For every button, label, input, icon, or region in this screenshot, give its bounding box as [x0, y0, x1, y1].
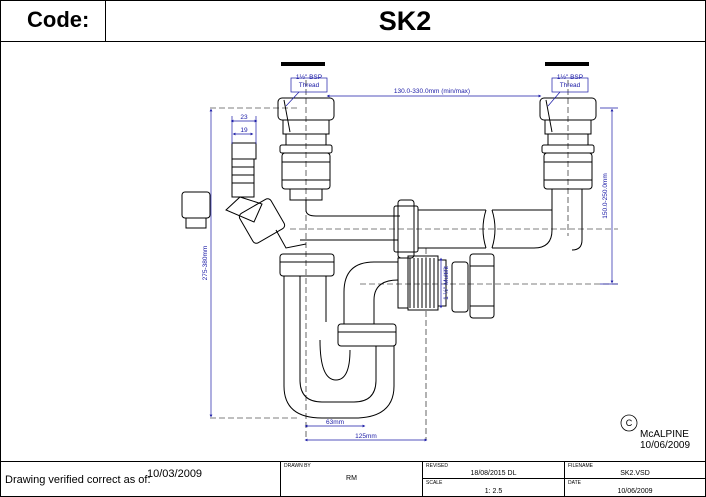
revised-cell: REVISED 18/08/2015 DL: [422, 461, 565, 479]
drawn-by-label: DRAWN BY: [284, 463, 311, 469]
leader-lines: [285, 77, 589, 107]
thread-hatching: [283, 99, 553, 308]
drawn-by-value: RM: [346, 475, 357, 482]
annotation-texts: 1½" BSP Thread 1½" BSP Thread 130.0-330.…: [202, 73, 609, 440]
filename-value: SK2.VSD: [620, 470, 650, 477]
scale-value: 1: 2.5: [484, 488, 503, 495]
date-cell: DATE 10/06/2009: [564, 478, 706, 497]
bsp-left-line1: 1½" BSP: [296, 73, 322, 81]
filename-label: FILENAME: [568, 463, 594, 469]
copyright-brand: McALPINE: [640, 429, 689, 440]
copyright-icon: [620, 414, 638, 432]
dim-19-label: 19: [240, 127, 248, 134]
dimension-lines: [209, 94, 618, 442]
copyright-date: 10/06/2009: [640, 440, 690, 451]
dim-63-label: 63mm: [326, 419, 344, 426]
date-label: DATE: [568, 480, 581, 486]
height-right-label: 150.0-250.0mm: [602, 173, 609, 219]
multifit-label: 1 ½" Multifit: [442, 266, 450, 300]
copyright-symbol: C: [626, 418, 633, 428]
filename-cell: FILENAME SK2.VSD: [564, 461, 706, 479]
span-width-label: 130.0-330.0mm (min/max): [394, 88, 470, 95]
verified-label: Drawing verified correct as of:: [5, 474, 151, 486]
scale-label: SCALE: [426, 480, 443, 486]
thread-bar-right: [545, 62, 589, 66]
height-left-label: 275-380mm: [202, 246, 209, 281]
code-label: Code:: [27, 7, 90, 32]
revised-label: REVISED: [426, 463, 448, 469]
centre-lines: [210, 80, 618, 440]
revised-value: 18/08/2015 DL: [470, 470, 517, 477]
bsp-right-line2: Thread: [560, 82, 581, 89]
drawn-by-cell: DRAWN BY RM: [280, 461, 423, 497]
verified-date: 10/03/2009: [147, 468, 203, 480]
scale-cell: SCALE 1: 2.5: [422, 478, 565, 497]
dim-23-label: 23: [240, 114, 248, 121]
bsp-left-line2: Thread: [299, 82, 320, 89]
verified-cell: Drawing verified correct as of: 10/03/20…: [0, 461, 281, 497]
pipework-outline: [181, 97, 597, 419]
code-value: SK2: [378, 6, 432, 36]
date-value: 10/06/2009: [617, 488, 653, 495]
thread-bar-left: [281, 62, 325, 66]
bsp-right-line1: 1½" BSP: [557, 73, 583, 81]
dim-125-label: 125mm: [355, 433, 377, 440]
